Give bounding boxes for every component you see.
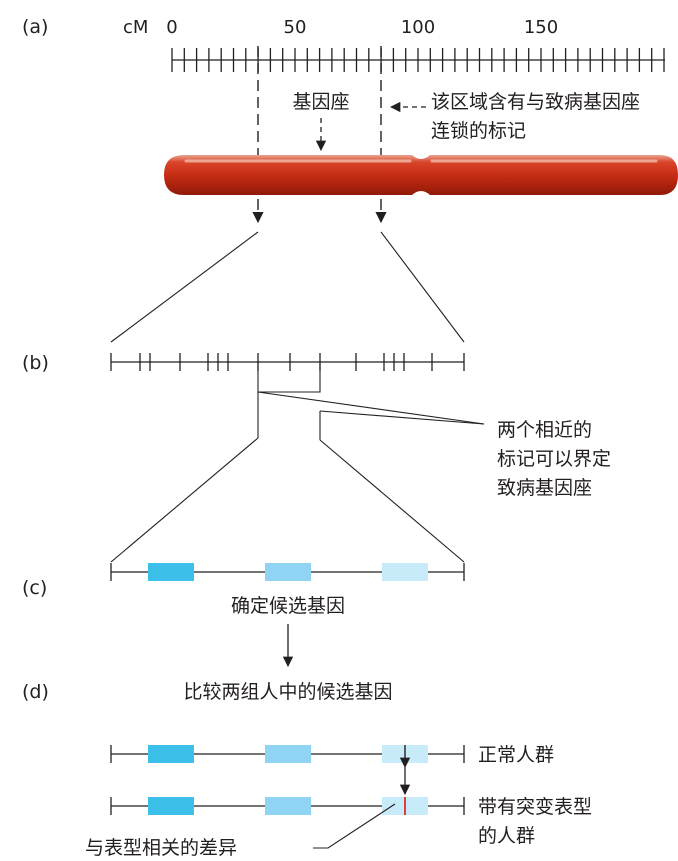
mutant-population-row [110,797,465,815]
zoom-line-b-right-diag [319,439,465,563]
mutant-gene-box-1 [148,797,194,815]
flanking-marker-bracket [257,362,321,393]
note-pointer-right [319,410,485,425]
difference-label: 与表型相关的差异 [85,837,237,859]
marker-map [110,353,465,371]
panel-b-label: (b) [22,352,49,374]
flanking-note-line1: 两个相近的 [497,419,592,441]
note-pointer-left [257,391,485,425]
flanking-note-line2: 标记可以界定 [497,448,611,470]
scale-tick-label-100: 100 [401,17,435,38]
scale-unit-label: cM [123,17,148,38]
scale-tick-label-150: 150 [524,17,558,38]
normal-population-row [110,745,465,763]
region-note-line2: 连锁的标记 [431,120,526,142]
scale-minor-ticks [171,48,665,72]
compare-title: 比较两组人中的候选基因 [183,681,392,703]
candidate-caption: 确定候选基因 [231,595,345,617]
gene-box-3 [382,563,428,581]
gene-box-2 [265,563,311,581]
mutant-population-label-line1: 带有突变表型 [478,796,592,818]
region-note-line1: 该区域含有与致病基因座 [431,91,640,113]
zoom-line-a-left [110,231,259,343]
scale-tick-label-50: 50 [284,17,307,38]
zoom-line-b-left-diag [110,437,259,563]
candidate-region [110,563,465,581]
panel-c-label: (c) [22,577,47,599]
normal-gene-box-1 [148,745,194,763]
panel-d-label: (d) [22,681,49,703]
zoom-line-a-right [380,231,465,343]
panel-a-label: (a) [22,16,48,38]
gene-box-1 [148,563,194,581]
mutant-population-label-line2: 的人群 [478,825,535,847]
difference-pointer [313,803,396,849]
locus-label: 基因座 [292,91,349,113]
normal-gene-box-2 [265,745,311,763]
chromosome [164,155,678,195]
flanking-note-line3: 致病基因座 [497,477,592,499]
cm-scale-ruler: 0 50 100 150 [166,17,665,72]
mutant-gene-box-2 [265,797,311,815]
normal-population-label: 正常人群 [478,744,554,766]
scale-tick-label-0: 0 [166,17,177,38]
